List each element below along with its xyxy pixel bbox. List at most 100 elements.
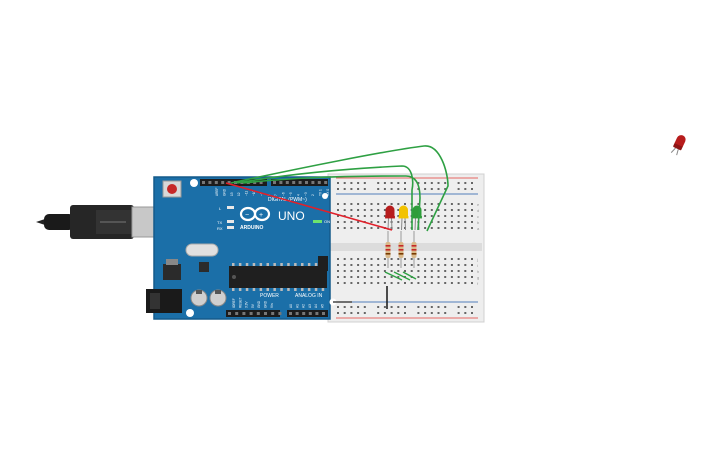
breadboard-hole[interactable] [471, 276, 473, 278]
breadboard-hole[interactable] [337, 203, 339, 205]
breadboard-hole[interactable] [424, 282, 427, 284]
breadboard-hole[interactable] [444, 209, 447, 211]
breadboard-hole[interactable] [383, 203, 386, 205]
rail-hole[interactable] [424, 306, 427, 308]
rail-hole[interactable] [397, 312, 400, 314]
rail-hole[interactable] [390, 188, 393, 190]
breadboard-hole[interactable] [437, 270, 440, 272]
breadboard-hole[interactable] [424, 203, 427, 205]
breadboard-hole[interactable] [370, 276, 373, 278]
rail-hole[interactable] [350, 312, 353, 314]
breadboard-hole[interactable] [363, 258, 366, 260]
header-pin[interactable] [322, 312, 325, 315]
rail-hole[interactable] [383, 306, 386, 308]
rail-hole[interactable] [444, 188, 447, 190]
breadboard-hole[interactable] [410, 264, 413, 266]
analog-header[interactable] [287, 310, 328, 317]
header-pin[interactable] [273, 181, 276, 184]
breadboard-hole[interactable] [370, 203, 373, 205]
rail-hole[interactable] [430, 182, 433, 184]
breadboard-hole[interactable] [424, 270, 427, 272]
rail-hole[interactable] [343, 188, 346, 190]
breadboard-hole[interactable] [390, 264, 393, 266]
breadboard-hole[interactable] [343, 258, 346, 260]
breadboard-hole[interactable] [457, 270, 460, 272]
breadboard-hole[interactable] [383, 270, 386, 272]
breadboard-hole[interactable] [417, 276, 420, 278]
rail-hole[interactable] [464, 312, 467, 314]
wire-green-pin13[interactable] [230, 145, 449, 232]
breadboard-hole[interactable] [377, 221, 380, 223]
rail-hole[interactable] [457, 306, 460, 308]
breadboard-hole[interactable] [444, 258, 447, 260]
breadboard-hole[interactable] [471, 270, 473, 272]
breadboard-hole[interactable] [404, 270, 406, 272]
rail-hole[interactable] [350, 188, 353, 190]
breadboard-hole[interactable] [464, 203, 467, 205]
breadboard-hole[interactable] [370, 215, 373, 217]
breadboard-hole[interactable] [383, 221, 386, 223]
breadboard-hole[interactable] [404, 264, 406, 266]
breadboard-hole[interactable] [430, 282, 433, 284]
breadboard-hole[interactable] [444, 264, 447, 266]
wires[interactable] [225, 145, 449, 309]
breadboard-hole[interactable] [383, 215, 386, 217]
breadboard-hole[interactable] [357, 264, 360, 266]
wire-red[interactable] [225, 182, 393, 231]
header-pin[interactable] [221, 181, 225, 184]
breadboard-hole[interactable] [464, 227, 467, 229]
breadboard-hole[interactable] [350, 209, 353, 211]
breadboard-hole[interactable] [424, 221, 427, 223]
rail-hole[interactable] [363, 182, 366, 184]
rail-hole[interactable] [350, 306, 353, 308]
breadboard-hole[interactable] [437, 203, 440, 205]
breadboard-hole[interactable] [464, 270, 467, 272]
header-pin[interactable] [259, 181, 263, 184]
breadboard-hole[interactable] [383, 276, 386, 278]
breadboard-hole[interactable] [457, 209, 460, 211]
breadboard-hole[interactable] [397, 264, 400, 266]
led-red[interactable] [385, 205, 395, 231]
header-pin[interactable] [235, 312, 239, 315]
breadboard-hole[interactable] [383, 209, 386, 211]
breadboard-hole[interactable] [457, 227, 460, 229]
breadboard-hole[interactable] [337, 215, 339, 217]
rail-hole[interactable] [390, 312, 393, 314]
breadboard-hole[interactable] [363, 227, 366, 229]
header-pin[interactable] [208, 181, 212, 184]
breadboard-hole[interactable] [377, 276, 380, 278]
header-pin[interactable] [242, 312, 246, 315]
breadboard-hole[interactable] [424, 209, 427, 211]
breadboard-hole[interactable] [390, 270, 393, 272]
header-pin[interactable] [292, 181, 296, 184]
breadboard-hole[interactable] [457, 258, 460, 260]
header-pin[interactable] [324, 181, 328, 184]
reset-button[interactable] [162, 180, 182, 198]
rail-hole[interactable] [357, 188, 360, 190]
breadboard-hole[interactable] [363, 270, 366, 272]
breadboard-hole[interactable] [377, 203, 380, 205]
breadboard-hole[interactable] [450, 282, 453, 284]
header-pin[interactable] [271, 312, 275, 315]
breadboard-hole[interactable] [337, 209, 339, 211]
breadboard-hole[interactable] [350, 270, 353, 272]
breadboard-hole[interactable] [390, 203, 393, 205]
rail-hole[interactable] [390, 306, 393, 308]
breadboard-hole[interactable] [390, 258, 393, 260]
breadboard-hole[interactable] [450, 258, 453, 260]
breadboard-hole[interactable] [464, 276, 467, 278]
rail-hole[interactable] [417, 182, 420, 184]
rail-hole[interactable] [383, 312, 386, 314]
breadboard-hole[interactable] [350, 227, 353, 229]
breadboard-hole[interactable] [363, 209, 366, 211]
breadboard-hole[interactable] [377, 258, 380, 260]
header-pin[interactable] [302, 312, 306, 315]
breadboard-hole[interactable] [343, 264, 346, 266]
breadboard-hole[interactable] [397, 276, 400, 278]
breadboard-hole[interactable] [377, 227, 380, 229]
breadboard-hole[interactable] [430, 209, 433, 211]
breadboard-hole[interactable] [464, 221, 467, 223]
breadboard-hole[interactable] [397, 209, 400, 211]
header-pin[interactable] [308, 312, 312, 315]
